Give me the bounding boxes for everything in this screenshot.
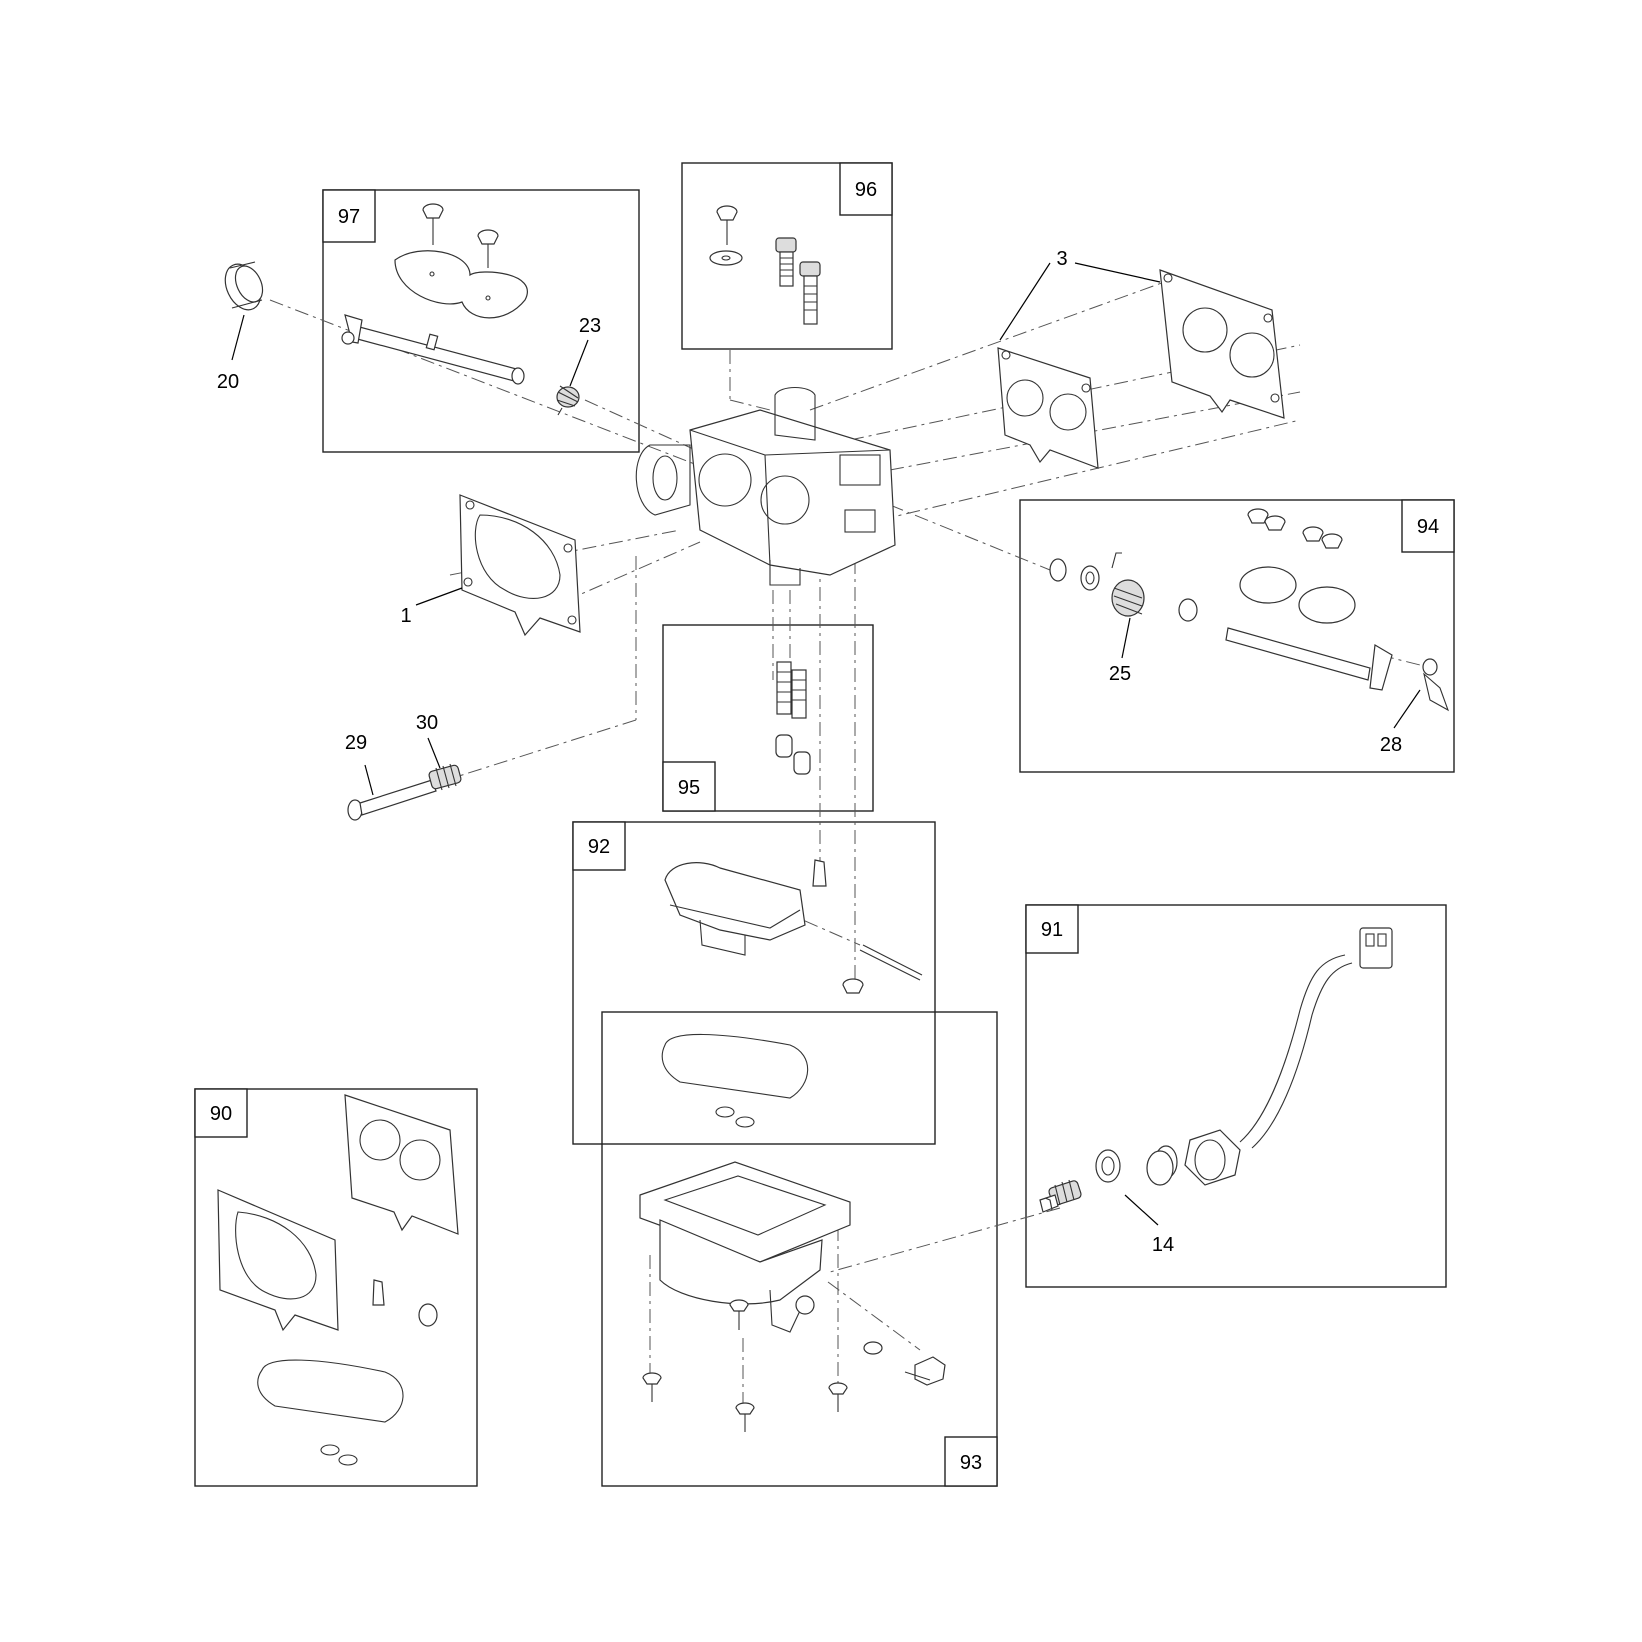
kit-92-float-parts	[661, 859, 923, 1128]
kit-91-box: 91	[1025, 904, 1447, 1288]
kit-97-throttle-shaft-parts	[341, 203, 528, 385]
callout-20: 20	[217, 314, 245, 393]
callout-23-label: 23	[579, 315, 601, 337]
kit-90-label: 90	[210, 1103, 232, 1125]
part-3-gaskets	[997, 269, 1285, 469]
callout-28: 28	[1380, 689, 1421, 756]
callout-14-label: 14	[1152, 1234, 1174, 1256]
callout-30: 30	[416, 712, 441, 769]
kit-91-label: 91	[1041, 919, 1063, 941]
kit-93-box: 93	[601, 1011, 998, 1487]
kit-96-jet-parts	[709, 205, 821, 325]
part-23-spring	[556, 385, 580, 416]
kit-97-box: 97	[322, 189, 640, 453]
callout-20-label: 20	[217, 371, 239, 393]
kit-94-choke-shaft-parts	[1049, 508, 1450, 712]
kit-95-emulsion-tubes	[775, 661, 811, 775]
kit-94-box: 94	[1019, 499, 1455, 773]
part-30-spring	[428, 763, 462, 791]
callout-25-label: 25	[1109, 663, 1131, 685]
kit-93-float-bowl	[639, 1161, 946, 1432]
kit-95-label: 95	[678, 777, 700, 799]
callout-28-label: 28	[1380, 734, 1402, 756]
kit-96-label: 96	[855, 179, 877, 201]
callout-14: 14	[1124, 1194, 1174, 1256]
kit-90-gasket-kit	[217, 1094, 459, 1466]
callout-25: 25	[1109, 617, 1131, 685]
kit-96-box: 96	[681, 162, 893, 350]
kit-93-label: 93	[960, 1452, 982, 1474]
callout-3: 3	[999, 248, 1161, 341]
callout-3-label: 3	[1056, 248, 1067, 270]
callout-1: 1	[400, 587, 463, 627]
callout-30-label: 30	[416, 712, 438, 734]
callout-29: 29	[345, 732, 374, 796]
kit-91-fuel-solenoid	[1039, 927, 1393, 1213]
kit-95-box: 95	[662, 624, 874, 812]
kit-92-label: 92	[588, 836, 610, 858]
part-1-gasket	[459, 494, 581, 637]
carburetor-body	[635, 386, 896, 586]
callout-1-label: 1	[400, 605, 411, 627]
callout-29-label: 29	[345, 732, 367, 754]
kit-90-box: 90	[194, 1088, 478, 1487]
kit-94-label: 94	[1417, 516, 1439, 538]
part-29-screw	[347, 779, 437, 821]
callout-23: 23	[569, 315, 601, 387]
part-20-seal-cap	[224, 261, 264, 311]
kit-97-label: 97	[338, 206, 360, 228]
kit-92-box: 92	[572, 821, 936, 1145]
